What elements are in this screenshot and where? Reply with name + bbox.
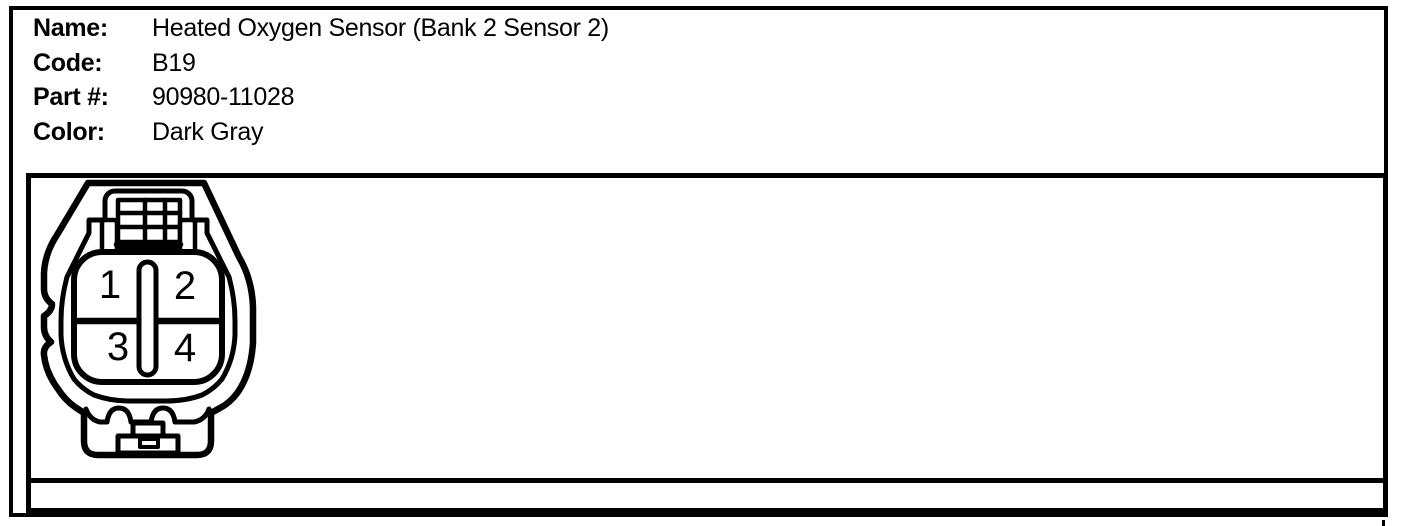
pin-3-label: 3 — [107, 325, 129, 369]
corner-dot — [1382, 520, 1385, 526]
pin-4-label: 4 — [174, 326, 196, 370]
connector-inner-shell — [58, 217, 238, 404]
info-row-color: Color: Dark Gray — [33, 115, 1333, 150]
info-label-name: Name: — [33, 14, 108, 42]
latch-grid — [115, 197, 183, 245]
connector-diagram: 1 2 3 4 — [40, 179, 257, 459]
info-value-code: B19 — [152, 48, 196, 77]
info-label-code: Code: — [33, 48, 103, 77]
pin-2-label: 2 — [174, 264, 196, 308]
info-row-code: Code: B19 — [33, 46, 1333, 81]
center-key-slot — [136, 259, 159, 378]
info-row-name: Name: Heated Oxygen Sensor (Bank 2 Sensor… — [33, 11, 1333, 46]
info-value-color: Dark Gray — [152, 117, 264, 146]
bottom-tab — [115, 420, 181, 456]
footer-strip — [26, 483, 1388, 513]
info-block: Name: Heated Oxygen Sensor (Bank 2 Sensor… — [33, 11, 1333, 149]
info-label-part-number: Part #: — [33, 83, 109, 111]
info-label-color: Color: — [33, 117, 105, 146]
connector-body-outline — [40, 179, 257, 459]
pin-1-label: 1 — [99, 263, 121, 307]
foot-boundary-line — [83, 405, 212, 425]
info-value-name: Heated Oxygen Sensor (Bank 2 Sensor 2) — [152, 14, 609, 42]
info-row-part-number: Part #: 90980-11028 — [33, 80, 1333, 115]
info-value-part-number: 90980-11028 — [152, 83, 295, 111]
